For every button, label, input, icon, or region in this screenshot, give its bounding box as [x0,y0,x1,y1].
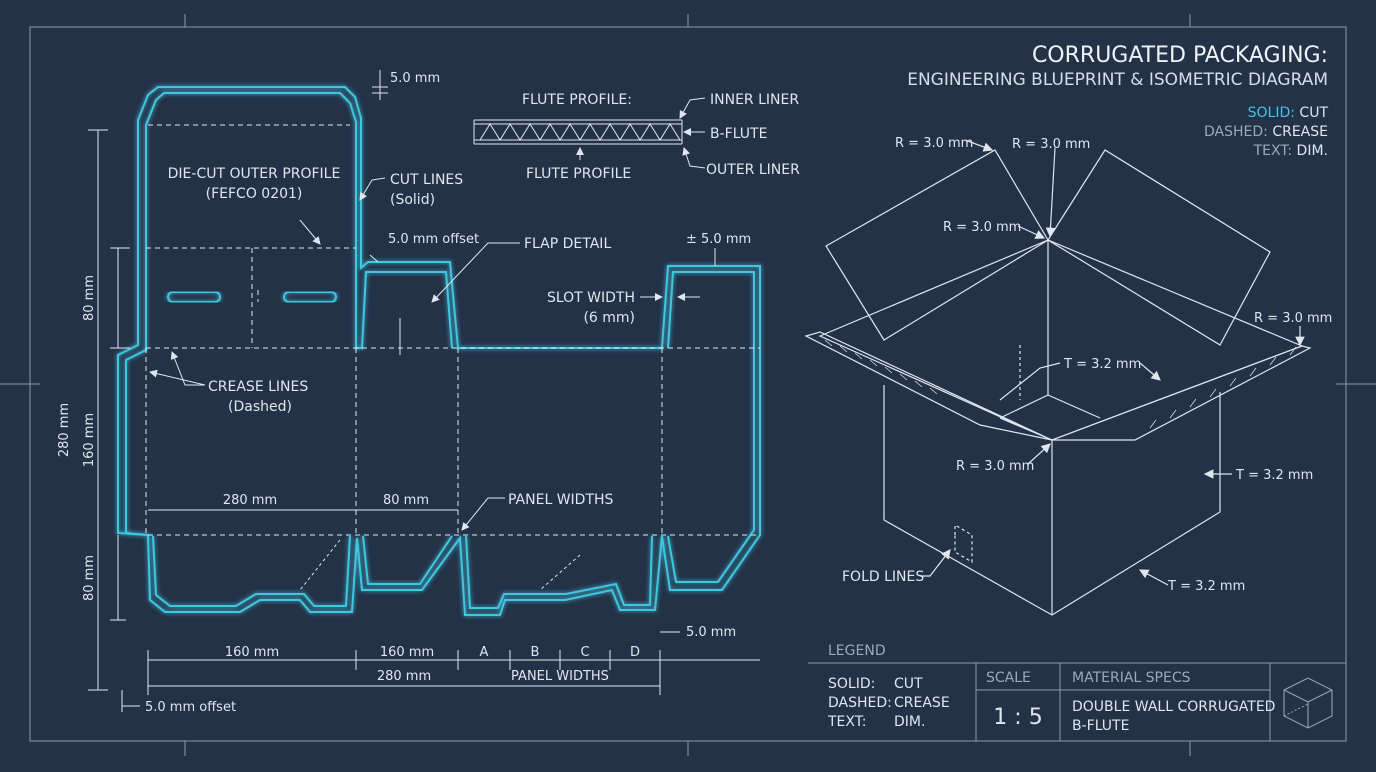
key-row-dashed: DASHED: CREASE [1204,124,1328,140]
dieline-leaders [149,177,700,591]
crease-lines-note: (Dashed) [228,399,292,415]
dim-panel-80: 80 mm [383,493,429,508]
bottom-dim-280: 280 mm [377,669,431,684]
flap-detail-label: FLAP DETAIL [524,236,611,252]
iso-r-top-left: R = 3.0 mm [895,136,973,151]
page-title: CORRUGATED PACKAGING: [1032,43,1328,68]
iso-t-inner: T = 3.2 mm [1063,357,1141,372]
flute-profile-detail: FLUTE PROFILE: FLUTE PROFILE INNER LINER… [473,92,800,182]
slot-width-label: SLOT WIDTH [547,290,635,306]
legend-solid-value: CUT [894,676,923,692]
iso-r-right: R = 3.0 mm [1254,311,1332,326]
dieline-crease-lines [145,124,760,536]
sheet-frame [0,14,1376,756]
bottom-dim-d: D [630,645,640,660]
page-subtitle: ENGINEERING BLUEPRINT & ISOMETRIC DIAGRA… [907,70,1328,90]
outer-liner-label: OUTER LINER [706,162,800,178]
iso-r-top-right: R = 3.0 mm [1012,137,1090,152]
bottom-dim-2: 160 mm [380,645,434,660]
iso-t-bottom: T = 3.2 mm [1167,579,1245,594]
vert-dim-280: 280 mm [57,403,72,457]
bottom-dim-1: 160 mm [225,645,279,660]
bottom-dim-c: C [580,645,589,660]
legend-solid-term: SOLID: [828,676,875,692]
isometric-box [804,139,1312,616]
title-block-text: LEGEND SOLID: CUT DASHED: CREASE TEXT: D… [827,643,1275,734]
scale-header: SCALE [986,670,1031,686]
dim-offset-top: 5.0 mm offset [388,232,479,247]
key-row-solid: SOLID: CUT [1248,105,1329,121]
cut-lines-label: CUT LINES [390,172,463,188]
line-key: SOLID: CUT DASHED: CREASE TEXT: DIM. [1204,105,1328,159]
iso-r-lower: R = 3.0 mm [956,459,1034,474]
dim-offset-bottom: 5.0 mm offset [145,700,236,715]
title-block [808,662,1346,741]
dieline-labels: DIE-CUT OUTER PROFILE (FEFCO 0201) CUT L… [57,71,751,715]
bottom-dim-b: B [531,645,540,660]
dieline-name-2: (FEFCO 0201) [206,186,303,202]
vert-dim-80-top: 80 mm [82,275,97,321]
key-row-text: TEXT: DIM. [1253,143,1328,159]
cut-lines-note: (Solid) [390,192,435,208]
dieline-name-1: DIE-CUT OUTER PROFILE [168,166,341,182]
b-flute-label: B-FLUTE [710,126,767,142]
legend-dashed-value: CREASE [894,695,950,711]
legend-text-value: DIM. [894,714,925,730]
iso-t-right: T = 3.2 mm [1235,468,1313,483]
dim-top: 5.0 mm [390,71,440,86]
dieline-slots [167,291,337,303]
flute-title: FLUTE PROFILE: [522,92,632,108]
legend-text-term: TEXT: [827,714,866,730]
cube-icon [1283,677,1333,729]
vert-dim-160: 160 mm [82,413,97,467]
flute-caption: FLUTE PROFILE [526,166,631,182]
panel-widths-label: PANEL WIDTHS [508,492,614,508]
dim-bottom-right: 5.0 mm [686,625,736,640]
material-line-1: DOUBLE WALL CORRUGATED [1072,699,1275,715]
isometric-labels: R = 3.0 mm R = 3.0 mm R = 3.0 mm R = 3.0… [842,136,1332,594]
iso-fold-lines: FOLD LINES [842,569,924,585]
vert-dim-80-bottom: 80 mm [82,555,97,601]
iso-r-mid: R = 3.0 mm [943,220,1021,235]
slot-width-value: (6 mm) [583,310,635,326]
dieline-dimensions [88,70,760,712]
inner-liner-label: INNER LINER [710,92,799,108]
legend-dashed-term: DASHED: [828,695,892,711]
material-line-2: B-FLUTE [1072,718,1129,734]
material-header: MATERIAL SPECS [1072,670,1191,686]
bottom-dim-a: A [480,645,489,660]
dieline-outer-profile [117,86,761,616]
dim-tolerance: ± 5.0 mm [686,232,751,247]
dim-panel-280: 280 mm [223,493,277,508]
legend-header: LEGEND [828,643,886,659]
crease-lines-label: CREASE LINES [208,379,308,395]
bottom-panel-widths: PANEL WIDTHS [511,669,609,684]
scale-value: 1 : 5 [993,705,1042,730]
